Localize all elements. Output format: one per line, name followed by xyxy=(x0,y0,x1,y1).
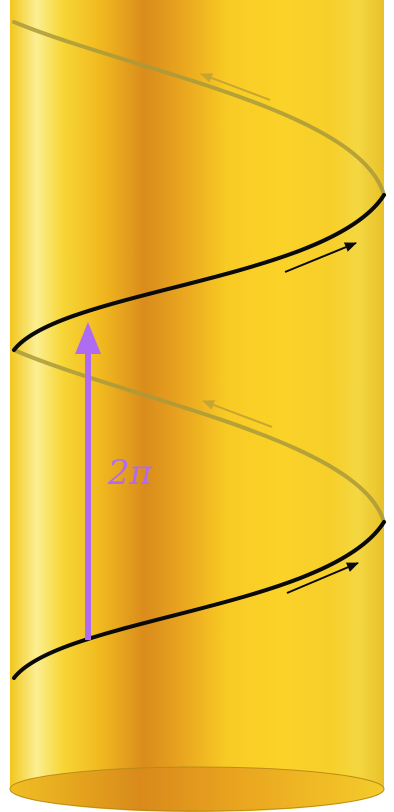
back-direction-arrow-bottom xyxy=(202,400,273,428)
helix-back-path xyxy=(12,20,386,524)
cylinder-body xyxy=(10,0,384,812)
back-direction-arrow-top xyxy=(200,73,271,101)
back-direction-arrows xyxy=(200,73,273,428)
arrow-up-icon xyxy=(75,322,101,354)
helix-front-path xyxy=(12,193,386,680)
period-label: 2π xyxy=(107,453,153,493)
front-direction-arrow-top xyxy=(284,242,357,273)
front-direction-arrow-bottom xyxy=(286,562,359,594)
period-arrow xyxy=(75,322,101,640)
cylinder-base xyxy=(9,766,385,812)
front-direction-arrows xyxy=(284,242,359,594)
